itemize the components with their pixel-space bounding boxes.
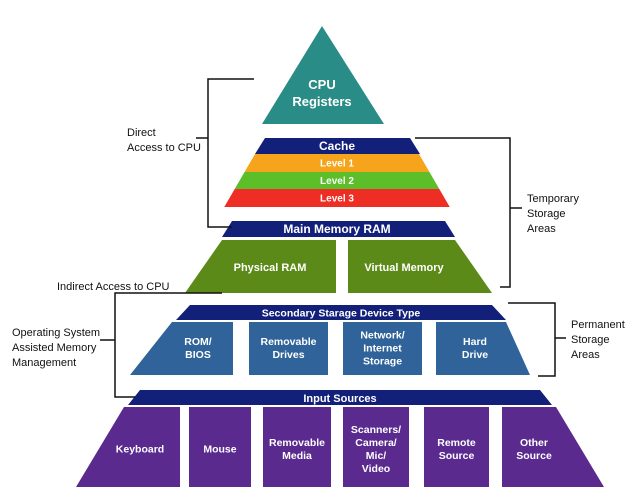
- network-storage-block: [343, 322, 422, 375]
- scanners-block: [343, 407, 409, 487]
- mouse-block: [189, 407, 251, 487]
- virtual-memory-block: [348, 240, 492, 293]
- annotation-os-assisted: Operating System Assisted Memory Managem…: [12, 327, 101, 369]
- storage-band: [176, 305, 506, 320]
- removable-drives-block: [249, 322, 328, 375]
- cache-level-2: [234, 172, 440, 189]
- cache-level-1-label: Level 1: [320, 159, 354, 170]
- temporary-storage-bracket: [415, 137, 511, 288]
- rom-bios-label: ROM/BIOS: [184, 336, 211, 361]
- storage-title: Secondary Starage Device Type: [262, 308, 421, 320]
- scanners-label: Scanners/Camera/Mic/Video: [351, 424, 401, 475]
- keyboard-block: [76, 407, 180, 487]
- virtual-memory-label: Virtual Memory: [364, 262, 444, 274]
- cpu-registers-triangle: [262, 26, 384, 124]
- annotation-indirect-access: Indirect Access to CPU: [57, 281, 170, 293]
- cache-level-2-label: Level 2: [320, 176, 354, 187]
- mouse-label: Mouse: [203, 444, 236, 456]
- permanent-storage-bracket: [508, 302, 556, 377]
- removable-media-block: [263, 407, 331, 487]
- cache-level-3: [224, 189, 450, 207]
- input-band: [128, 390, 552, 405]
- hard-drive-block: [436, 322, 530, 375]
- keyboard-label: Keyboard: [116, 444, 164, 456]
- annotation-temporary-storage: Temporary Storage Areas: [527, 193, 579, 235]
- cache-level-1: [244, 154, 430, 172]
- direct-access-bracket: [207, 78, 254, 228]
- physical-ram-block: [185, 240, 336, 293]
- ram-title: Main Memory RAM: [283, 222, 390, 236]
- ram-band: [222, 221, 455, 237]
- remote-source-block: [424, 407, 489, 487]
- input-title: Input Sources: [303, 393, 376, 405]
- other-source-block: [502, 407, 604, 487]
- rom-bios-block: [130, 322, 233, 375]
- cache-title: Cache: [319, 139, 355, 153]
- physical-ram-label: Physical RAM: [234, 262, 307, 274]
- indirect-access-bracket: [114, 292, 222, 398]
- cache-band: [255, 138, 420, 154]
- annotation-direct-access: Direct Access to CPU: [127, 127, 201, 154]
- annotation-permanent-storage: Permanent Storage Areas: [571, 319, 625, 361]
- cache-level-3-label: Level 3: [320, 194, 354, 205]
